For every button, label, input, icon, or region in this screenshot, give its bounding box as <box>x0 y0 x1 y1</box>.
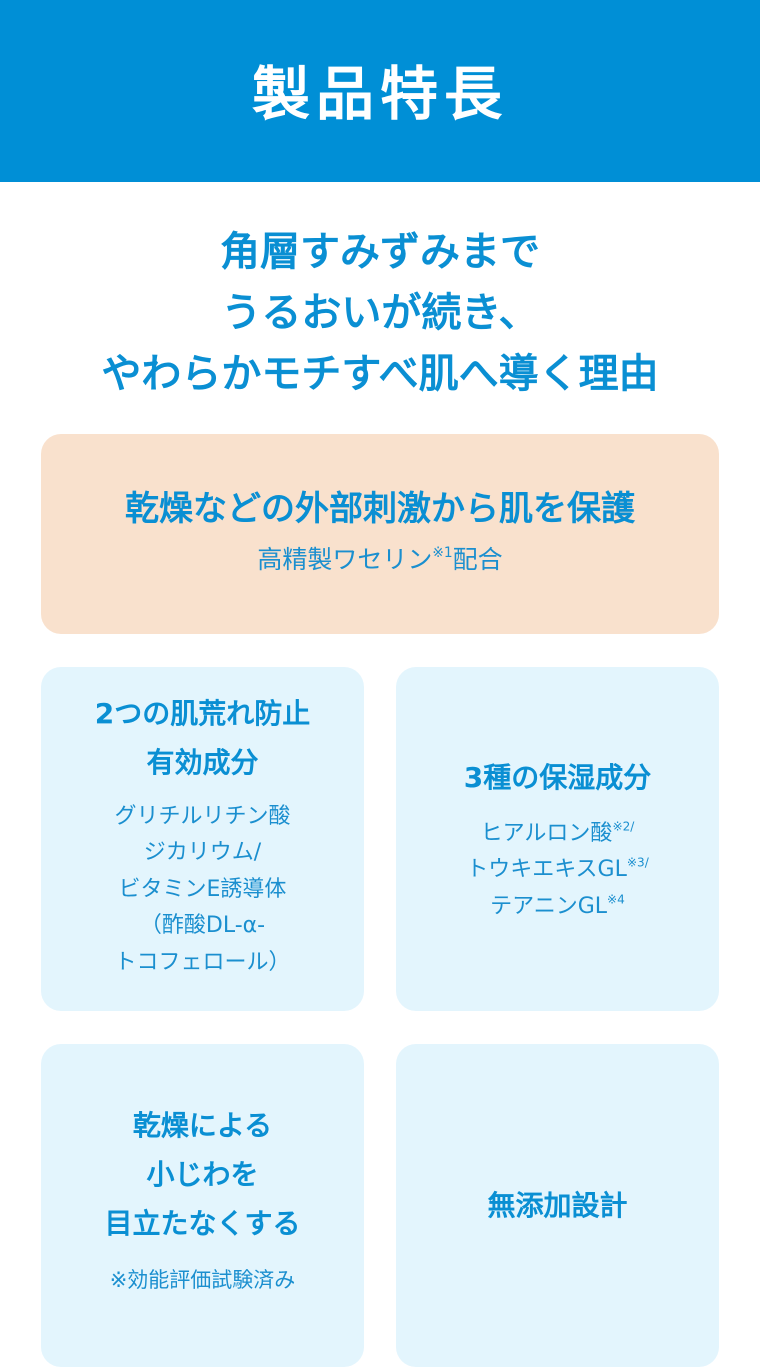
body-line: トコフェロール） <box>114 949 291 975</box>
body-line: トウキエキスGL※3/ <box>466 852 649 889</box>
feature-card-title: 無添加設計 <box>487 1181 627 1230</box>
title-line: 小じわを <box>146 1157 259 1191</box>
feature-card-wrinkles: 乾燥による 小じわを 目立たなくする ※効能評価試験済み <box>41 1044 364 1367</box>
body-line: ビタミンE誘導体 <box>118 876 287 902</box>
footnote-marker: ※1 <box>432 545 453 561</box>
feature-card-anti-roughness: 2つの肌荒れ防止 有効成分 グリチルリチン酸 ジカリウム/ ビタミンE誘導体 （… <box>41 667 364 1011</box>
ingredient-name: ヒアルロン酸 <box>480 820 613 846</box>
body-line: （酢酸DL-α- <box>139 913 266 939</box>
lead-line-1: 角層すみずみまで <box>220 229 540 275</box>
section-title: 製品特長 <box>251 60 508 128</box>
lead-heading: 角層すみずみまで うるおいが続き、 やわらかモチすべ肌へ導く理由 <box>0 222 760 405</box>
feature-card-moisturizing: 3種の保湿成分 ヒアルロン酸※2/ トウキエキスGL※3/ テアニンGL※4 <box>396 667 719 1011</box>
footnote-marker: ※2/ <box>612 819 635 834</box>
feature-card-subtitle: 高精製ワセリン※1配合 <box>257 543 502 577</box>
title-line: 有効成分 <box>146 745 259 779</box>
ingredient-name: テアニンGL <box>490 893 608 919</box>
feature-card-additive-free: 無添加設計 <box>396 1044 719 1367</box>
subtitle-text-suffix: 配合 <box>452 545 503 574</box>
feature-card-title: 2つの肌荒れ防止 有効成分 <box>95 689 310 787</box>
body-line: ヒアルロン酸※2/ <box>466 816 649 853</box>
feature-card-title: 乾燥などの外部刺激から肌を保護 <box>125 489 635 529</box>
body-line: ※効能評価試験済み <box>109 1267 296 1292</box>
feature-card-title: 乾燥による 小じわを 目立たなくする <box>104 1101 300 1248</box>
lead-line-3: やわらかモチすべ肌へ導く理由 <box>101 351 659 397</box>
lead-line-2: うるおいが続き、 <box>221 290 539 336</box>
section-header: 製品特長 <box>0 0 760 182</box>
title-line: 目立たなくする <box>104 1206 301 1240</box>
feature-card-body: ヒアルロン酸※2/ トウキエキスGL※3/ テアニンGL※4 <box>466 816 649 926</box>
footnote-marker: ※4 <box>607 892 625 907</box>
body-line: ジカリウム/ <box>143 840 262 866</box>
feature-card-title: 3種の保湿成分 <box>464 753 651 802</box>
title-line: 乾燥による <box>132 1108 273 1142</box>
feature-card-protection: 乾燥などの外部刺激から肌を保護 高精製ワセリン※1配合 <box>41 434 719 634</box>
title-line: 2つの肌荒れ防止 <box>94 696 311 730</box>
title-line: 無添加設計 <box>487 1189 628 1222</box>
feature-card-note: ※効能評価試験済み <box>110 1262 296 1299</box>
title-line: 3種の保湿成分 <box>463 760 652 794</box>
body-line: テアニンGL※4 <box>466 889 649 926</box>
ingredient-name: トウキエキスGL <box>466 857 627 883</box>
feature-card-body: グリチルリチン酸 ジカリウム/ ビタミンE誘導体 （酢酸DL-α- トコフェロー… <box>114 799 290 982</box>
subtitle-text: 高精製ワセリン <box>257 545 433 574</box>
body-line: グリチルリチン酸 <box>114 803 291 829</box>
footnote-marker: ※3/ <box>626 855 649 870</box>
